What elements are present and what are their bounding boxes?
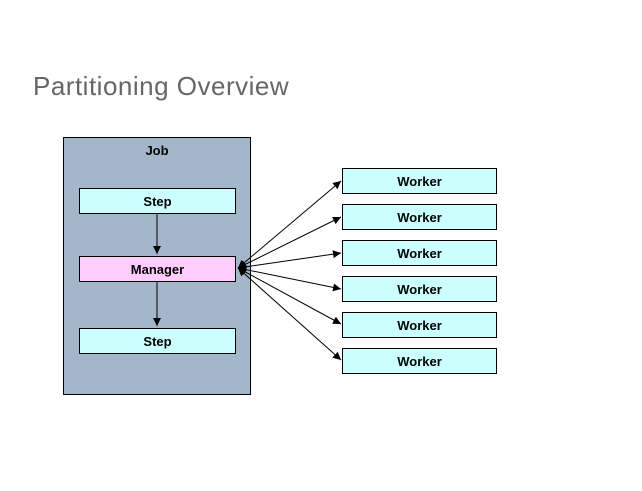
worker-label: Worker xyxy=(397,245,442,261)
worker-box-6: Worker xyxy=(342,348,497,374)
worker-label: Worker xyxy=(397,353,442,369)
arrow-manager-to-worker-6 xyxy=(237,267,342,361)
worker-label: Worker xyxy=(397,281,442,297)
arrow-manager-to-worker-3 xyxy=(237,250,342,271)
worker-label: Worker xyxy=(397,173,442,189)
step-bottom-box: Step xyxy=(79,328,236,354)
worker-box-2: Worker xyxy=(342,204,497,230)
step-top-label: Step xyxy=(143,193,172,209)
arrow-manager-to-worker-2 xyxy=(237,216,342,269)
arrow-manager-to-worker-1 xyxy=(237,180,342,269)
worker-box-4: Worker xyxy=(342,276,497,302)
manager-box: Manager xyxy=(79,256,236,282)
worker-label: Worker xyxy=(397,317,442,333)
arrow-manager-to-worker-5 xyxy=(237,267,342,325)
job-label: Job xyxy=(145,143,169,158)
slide-title: Partitioning Overview xyxy=(33,71,290,101)
worker-box-3: Worker xyxy=(342,240,497,266)
worker-label: Worker xyxy=(397,209,442,225)
step-top-box: Step xyxy=(79,188,236,214)
arrow-manager-to-worker-4 xyxy=(237,265,342,292)
worker-box-5: Worker xyxy=(342,312,497,338)
step-bottom-label: Step xyxy=(143,333,172,349)
worker-box-1: Worker xyxy=(342,168,497,194)
manager-label: Manager xyxy=(130,261,185,277)
